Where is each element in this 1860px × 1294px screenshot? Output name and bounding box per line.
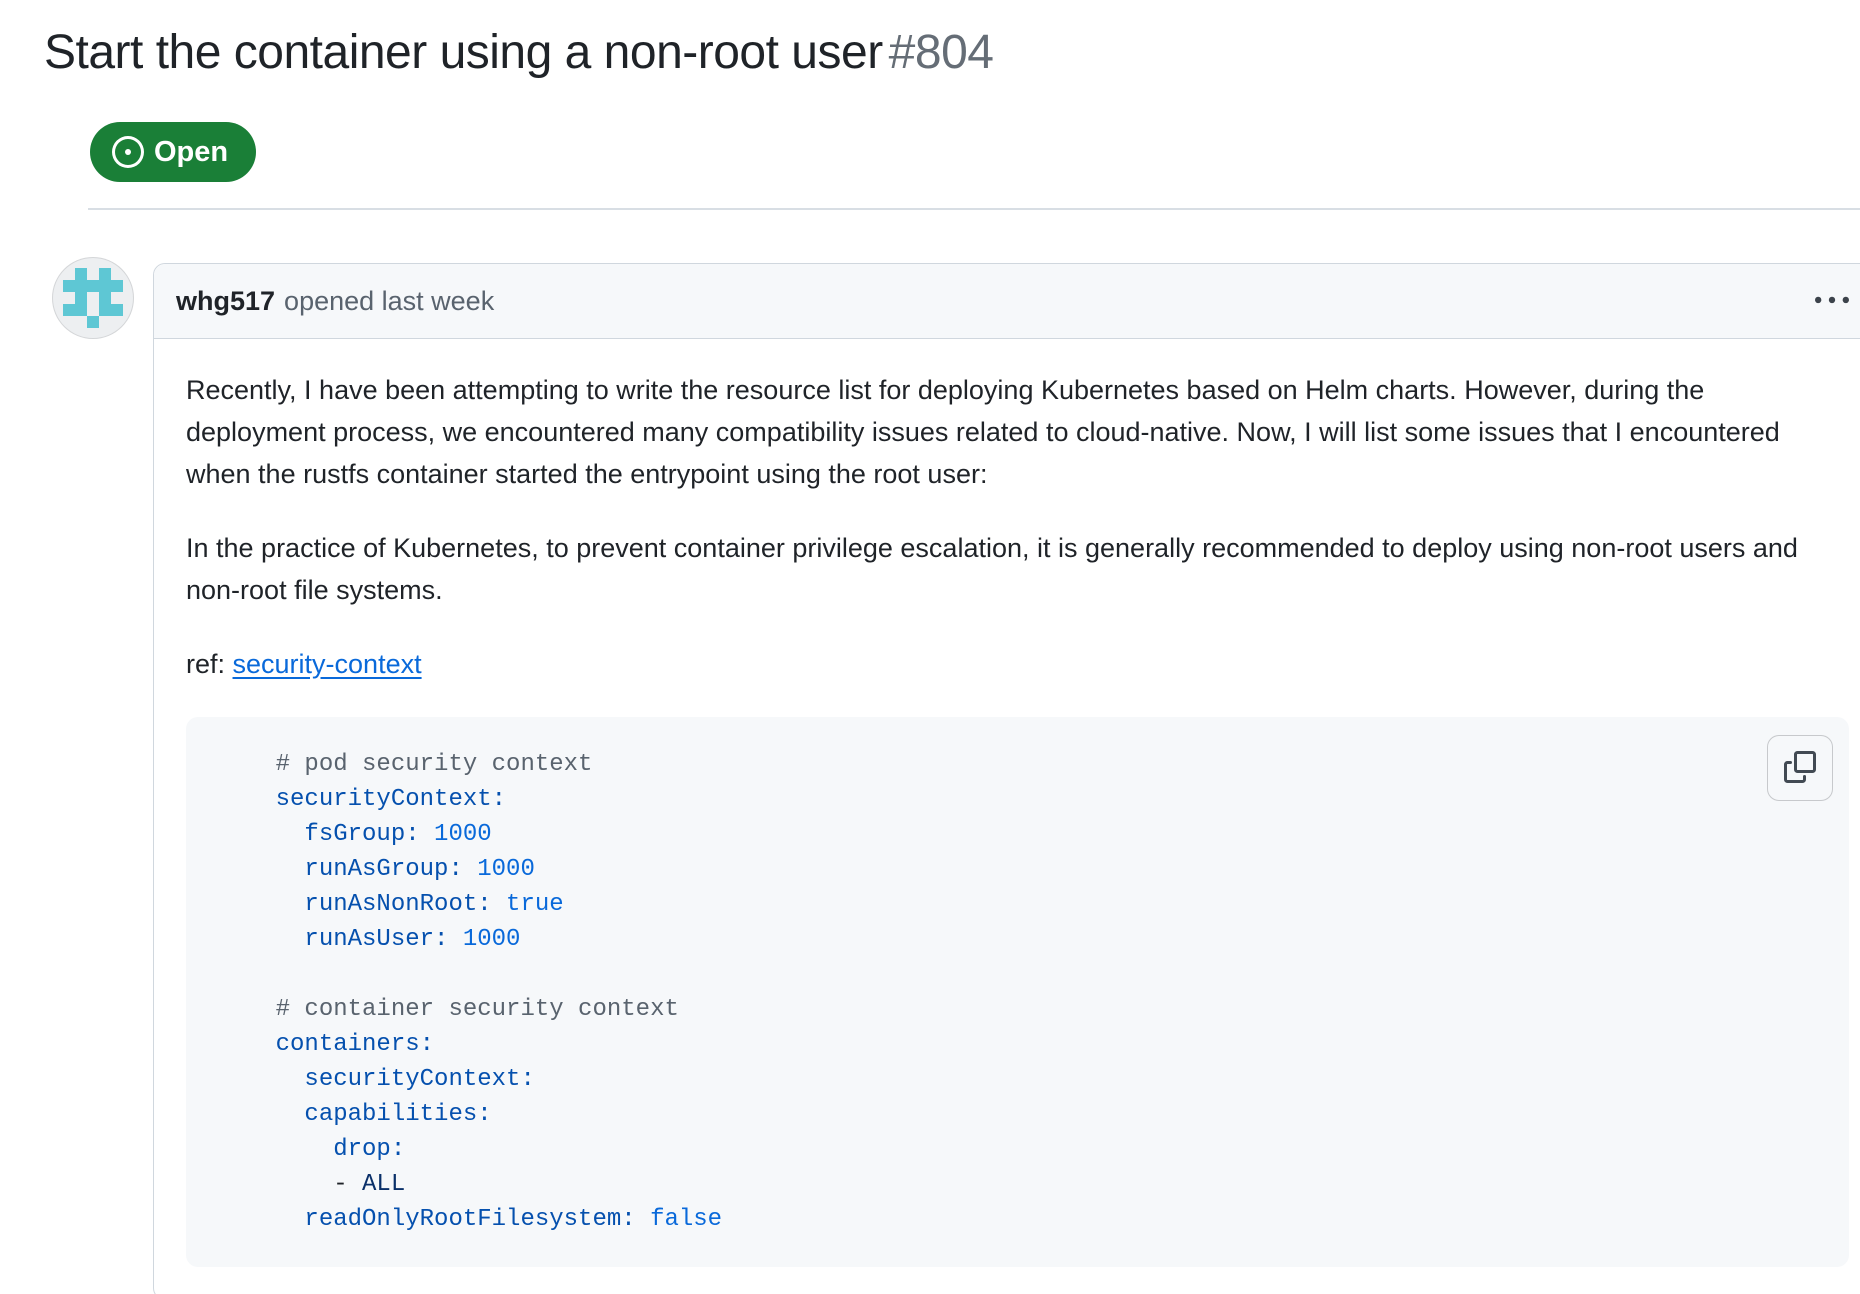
code-content: # pod security context securityContext: …: [218, 751, 723, 1233]
code-block: # pod security context securityContext: …: [186, 717, 1849, 1267]
issue-header: Start the container using a non-root use…: [0, 0, 1860, 210]
comment-paragraph-2: In the practice of Kubernetes, to preven…: [186, 533, 1798, 605]
issue-number: #804: [888, 26, 994, 79]
avatar[interactable]: [52, 257, 134, 339]
page-title: Start the container using a non-root use…: [44, 24, 1860, 82]
issue-thread: whg517 opened last week Recently, I have…: [0, 257, 1860, 1294]
issue-opened-icon: [112, 136, 144, 168]
issue-state-badge: Open: [90, 122, 257, 182]
ref-label: ref:: [186, 649, 233, 679]
comment-ref-line: ref: security-context: [186, 643, 1841, 685]
comment-options-button[interactable]: [1811, 280, 1853, 322]
comment-body: Recently, I have been attempting to writ…: [154, 339, 1860, 1294]
issue-title-text: Start the container using a non-root use…: [44, 26, 883, 79]
kebab-horizontal-icon: [1815, 296, 1849, 321]
copy-icon: [1784, 750, 1816, 786]
comment-author-link[interactable]: whg517: [176, 285, 276, 316]
comment-header: whg517 opened last week: [154, 264, 1860, 339]
copy-code-button[interactable]: [1767, 735, 1833, 801]
security-context-link[interactable]: security-context: [232, 649, 422, 679]
issue-state-label: Open: [154, 135, 229, 168]
avatar-identicon: [63, 268, 123, 328]
comment-paragraph-1: Recently, I have been attempting to writ…: [186, 375, 1780, 489]
comment-timestamp[interactable]: opened last week: [284, 285, 495, 316]
header-divider: [88, 208, 1860, 210]
comment-card: whg517 opened last week Recently, I have…: [153, 263, 1860, 1294]
